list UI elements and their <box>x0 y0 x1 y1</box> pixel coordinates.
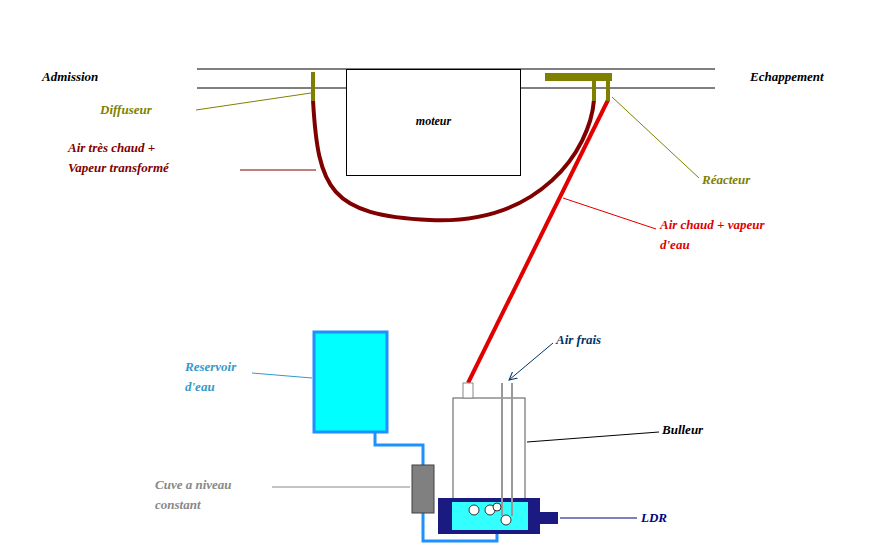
part-name: Cuve a niveau constant <box>155 475 265 515</box>
leader-line <box>560 518 637 519</box>
leader-line <box>563 198 656 229</box>
reactor <box>545 73 612 81</box>
bubbler-base <box>438 498 540 534</box>
leader-line <box>252 373 312 378</box>
air-tube <box>511 383 513 516</box>
part-name: Reservoir d'eau <box>185 357 257 397</box>
water-tank <box>314 332 387 432</box>
water-pipe <box>375 433 423 465</box>
leader-line <box>240 170 316 171</box>
bubble <box>469 505 479 515</box>
reactor <box>606 77 610 101</box>
part-name: Réacteur <box>702 170 750 190</box>
leader-line <box>272 487 410 488</box>
ldr-sensor <box>540 512 558 524</box>
part-name: Bulleur <box>662 420 703 440</box>
part-name: LDR <box>641 508 667 528</box>
bubble <box>501 515 511 525</box>
flow-name: Air chaud + vapeur d'eau <box>660 215 768 255</box>
flow-name: Air frais <box>556 330 601 350</box>
outlet-stub <box>463 383 473 398</box>
port-name: Echappement <box>750 67 824 87</box>
bubbler-water <box>452 502 528 530</box>
bubble <box>493 503 501 511</box>
diffuser <box>311 72 315 101</box>
port-name: Admission <box>42 67 98 87</box>
level-tank <box>412 465 434 513</box>
leader-line <box>527 432 659 442</box>
part-name: Diffuseur <box>100 100 152 120</box>
leader-line <box>612 97 699 178</box>
pipe-wall <box>521 88 715 89</box>
leader-line <box>509 343 553 380</box>
engine-box: moteur <box>346 69 521 176</box>
pipe-wall <box>197 88 346 89</box>
leader-line <box>196 93 311 110</box>
bubbler <box>453 398 525 500</box>
flow-name: Air très chaud + Vapeur transformé <box>68 138 196 178</box>
node-label: moteur <box>347 114 520 129</box>
air-tube <box>501 383 503 516</box>
reactor <box>592 77 596 101</box>
